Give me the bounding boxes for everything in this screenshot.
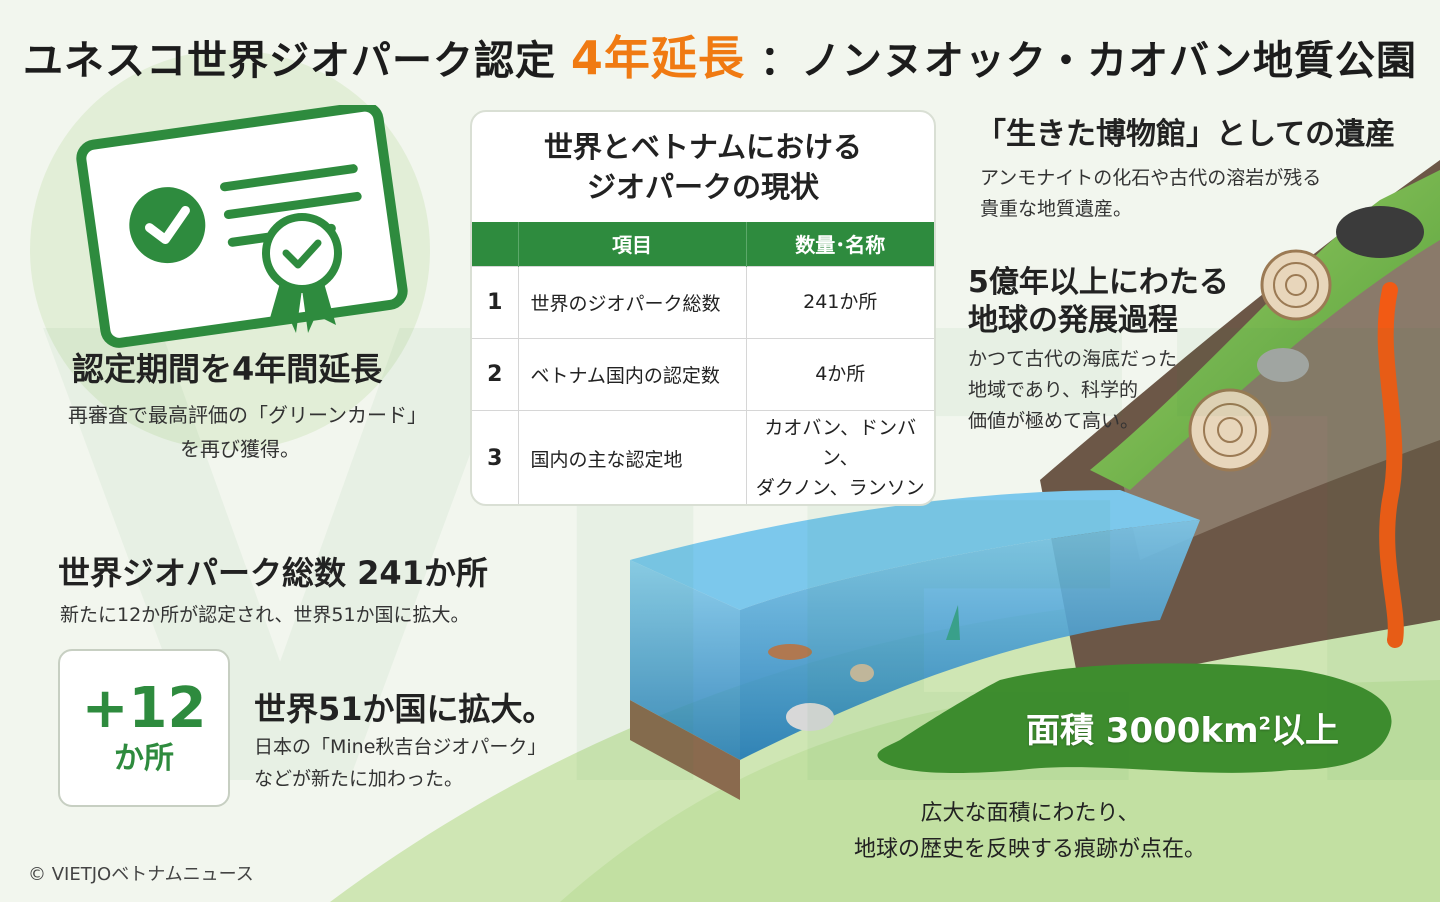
world-heading: 世界ジオパーク総数 241か所 — [58, 554, 488, 592]
expansion-heading: 世界51か国に拡大。 — [254, 690, 555, 728]
title-main: ユネスコ世界ジオパーク認定 — [22, 38, 556, 84]
row-item: 国内の主な認定地 — [518, 409, 747, 504]
row-item: ベトナム国内の認定数 — [518, 337, 747, 410]
row-value-line-1: カオバン、ドンバン、 — [764, 417, 917, 470]
hill-strata-mid — [1120, 230, 1440, 560]
table-title: 世界とベトナムにおける ジオパークの現状 — [472, 112, 934, 222]
copyright: © VIETJOベトナムニュース — [28, 864, 254, 885]
area-value: 面積 3000km — [1026, 711, 1259, 751]
world-desc: 新たに12か所が認定され、世界51か国に拡大。 — [60, 604, 470, 626]
heritage-desc-1: アンモナイトの化石や古代の溶岩が残る — [980, 167, 1322, 189]
title-sub: ：ノンヌオック・カオバン地質公園 — [759, 38, 1418, 84]
trilobite-fossil — [768, 644, 812, 660]
history-desc-3: 価値が極めて高い。 — [968, 410, 1140, 432]
area-label: 面積 3000km2以上 — [1026, 703, 1339, 752]
expansion-desc-2: などが新たに加わった。 — [254, 768, 464, 790]
row-number: 3 — [472, 409, 519, 504]
row-item: 世界のジオパーク総数 — [518, 265, 747, 338]
heritage-heading: 「生きた博物館」としての遺産 — [976, 117, 1396, 152]
new-geoparks-badge: +12 か所 — [58, 649, 230, 807]
coral-rock — [786, 703, 834, 731]
certification-heading: 認定期間を4年間延長 — [72, 350, 383, 388]
table-row: 1 世界のジオパーク総数 241か所 — [472, 265, 934, 338]
badge-unit: か所 — [114, 741, 174, 776]
dark-rock — [1336, 206, 1424, 258]
row-value: 4か所 — [746, 337, 934, 410]
area-desc: 広大な面積にわたり、 地球の歴史を反映する痕跡が点在。 — [830, 796, 1230, 868]
certification-desc-1: 再審査で最高評価の「グリーンカード」 — [68, 403, 427, 427]
row-number: 1 — [472, 265, 519, 338]
seabed-soil — [630, 700, 740, 800]
row-value-line-1: 4か所 — [815, 363, 866, 385]
shell-fossil — [850, 664, 874, 682]
row-value: 241か所 — [746, 265, 934, 338]
header-value: 数量･名称 — [746, 222, 934, 266]
sea-body — [630, 560, 740, 760]
row-value-line-2: ダクノン、ランソン — [755, 477, 925, 500]
squid-fossil — [946, 605, 960, 640]
geopark-status-table: 世界とベトナムにおける ジオパークの現状 項目 数量･名称 1 世界のジオパーク… — [470, 110, 936, 506]
area-suffix: 以上 — [1271, 711, 1340, 751]
sea-surface — [630, 490, 1200, 610]
status-table: 項目 数量･名称 1 世界のジオパーク総数 241か所 2 ベトナム国内の認定数… — [472, 222, 934, 504]
row-number: 2 — [472, 337, 519, 410]
history-desc-1: かつて古代の海底だった — [968, 348, 1178, 370]
lava-stream — [1377, 282, 1404, 648]
table-title-line-1: 世界とベトナムにおける — [543, 130, 863, 164]
area-island — [877, 663, 1392, 773]
heritage-desc-2: 貴重な地質遺産。 — [980, 198, 1133, 220]
header-no — [472, 222, 519, 266]
history-desc-2: 地域であり、科学的 — [968, 379, 1139, 401]
certification-desc-2: を再び獲得。 — [180, 437, 300, 461]
title-accent: 4年延長 — [570, 31, 745, 85]
ammonite-fossil-bottom — [1188, 388, 1272, 472]
table-title-line-2: ジオパークの現状 — [586, 170, 819, 204]
sea-front — [740, 520, 1200, 760]
area-desc-2: 地球の歴史を反映する痕跡が点在。 — [853, 837, 1206, 862]
table-row: 3 国内の主な認定地 カオバン、ドンバン、 ダクノン、ランソン — [472, 409, 934, 504]
badge-number: +12 — [81, 676, 207, 741]
area-unit-exponent: 2 — [1258, 713, 1272, 735]
row-value: カオバン、ドンバン、 ダクノン、ランソン — [746, 409, 934, 504]
table-header-row: 項目 数量･名称 — [472, 222, 934, 266]
table-row: 2 ベトナム国内の認定数 4か所 — [472, 337, 934, 410]
ammonite-fossil-top — [1260, 249, 1332, 321]
page-title: ユネスコ世界ジオパーク認定 4年延長 ：ノンヌオック・カオバン地質公園 — [0, 22, 1440, 88]
area-desc-1: 広大な面積にわたり、 — [920, 801, 1140, 826]
gray-rock — [1257, 348, 1309, 382]
history-heading-2: 地球の発展過程 — [968, 303, 1178, 338]
expansion-desc-1: 日本の「Mine秋吉台ジオパーク」 — [254, 736, 547, 758]
history-heading-1: 5億年以上にわたる — [968, 265, 1229, 300]
row-value-line-1: 241か所 — [803, 291, 878, 313]
certificate-icon — [76, 105, 408, 348]
header-item: 項目 — [518, 222, 747, 266]
